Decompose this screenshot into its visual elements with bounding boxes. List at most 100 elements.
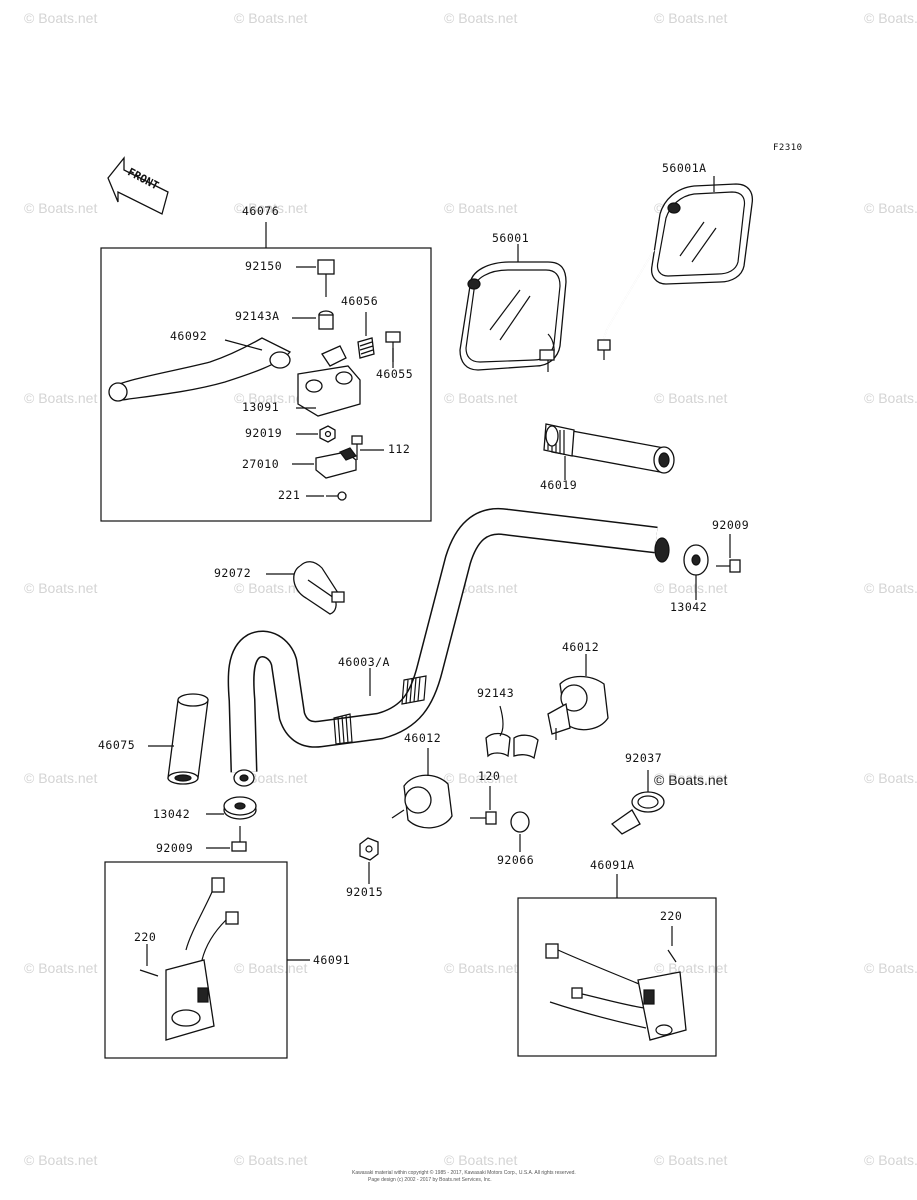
right-switch-box (517, 897, 717, 1057)
boats-net-logo: © Boats.net (654, 772, 728, 788)
part-label-92066: 92066 (497, 853, 535, 867)
watermark: © Boats.net (654, 10, 728, 26)
part-label-92143: 92143 (477, 686, 515, 700)
screw-221-icon (306, 491, 347, 501)
watermark: © Boats.net (24, 10, 98, 26)
part-label-221: 221 (278, 488, 301, 502)
nut-92019-icon (296, 425, 336, 443)
housing-46012-lower-icon (391, 748, 453, 829)
left-switch-icon (139, 877, 239, 1041)
watermark: © Boats.net (654, 770, 728, 786)
mirror-56001-icon (459, 244, 567, 372)
watermark: © Boats.net (24, 200, 98, 216)
screw-46055-icon (385, 331, 401, 368)
part-label-92072: 92072 (214, 566, 252, 580)
watermark: © Boats.net (864, 390, 917, 406)
part-label-46075: 46075 (98, 738, 136, 752)
bolt-112-icon (351, 435, 384, 460)
part-label-92150: 92150 (245, 259, 283, 273)
collar-92143a-icon (292, 310, 334, 330)
housing-46012-upper-icon (547, 654, 609, 735)
watermark: © Boats.net (234, 200, 308, 216)
watermark: © Boats.net (234, 390, 308, 406)
watermark: © Boats.net (654, 580, 728, 596)
watermark: © Boats.net (864, 10, 917, 26)
handlebar-icon (227, 507, 670, 787)
watermark: © Boats.net (864, 1152, 917, 1168)
lever-holder-icon (296, 345, 361, 417)
watermark: © Boats.net (444, 10, 518, 26)
watermark: © Boats.net (234, 1152, 308, 1168)
watermark: © Boats.net (234, 580, 308, 596)
weight-13042-upper-icon (683, 544, 709, 600)
front-arrow-icon: FRONT (107, 156, 169, 215)
watermark: © Boats.net (444, 390, 518, 406)
part-label-46012-lower: 46012 (404, 731, 442, 745)
part-label-46076: 46076 (242, 204, 280, 218)
part-label-46003a: 46003/A (338, 655, 390, 669)
watermark: © Boats.net (654, 960, 728, 976)
part-label-46019: 46019 (540, 478, 578, 492)
part-label-56001: 56001 (492, 231, 530, 245)
watermark: © Boats.net (24, 390, 98, 406)
part-label-13042-upper: 13042 (670, 600, 708, 614)
watermark: © Boats.net (444, 960, 518, 976)
watermark: © Boats.net (444, 770, 518, 786)
copyright-line-1: Kawasaki material within copyright © 198… (352, 1170, 576, 1176)
watermark: © Boats.net (444, 200, 518, 216)
watermark: © Boats.net (654, 390, 728, 406)
part-label-46091a: 46091A (590, 858, 635, 872)
part-label-46055: 46055 (376, 367, 414, 381)
part-label-220-right: 220 (660, 909, 683, 923)
watermark: © Boats.net (24, 580, 98, 596)
watermark: © Boats.net (24, 1152, 98, 1168)
clutch-switch-icon (292, 447, 357, 479)
watermark: © Boats.net (864, 580, 917, 596)
bolt-92150-icon (296, 259, 335, 297)
part-label-92009-upper: 92009 (712, 518, 750, 532)
part-label-46012-upper: 46012 (562, 640, 600, 654)
part-label-27010: 27010 (242, 457, 280, 471)
part-label-92009-lower: 92009 (156, 841, 194, 855)
watermark: © Boats.net (24, 770, 98, 786)
figure-code: F2310 (773, 143, 803, 153)
clutch-lever-icon (108, 337, 292, 402)
cap-92066-icon (510, 811, 530, 852)
watermark: © Boats.net (234, 960, 308, 976)
watermark: © Boats.net (864, 200, 917, 216)
part-label-13091: 13091 (242, 400, 280, 414)
part-label-92037: 92037 (625, 751, 663, 765)
watermark: © Boats.net (24, 960, 98, 976)
collar-92143-icon (485, 705, 557, 760)
part-label-13042-lower: 13042 (153, 807, 191, 821)
left-grip-icon (148, 693, 209, 785)
part-label-46091: 46091 (313, 953, 351, 967)
spring-46056-icon (357, 312, 375, 359)
clamp-92037-icon (610, 770, 665, 835)
watermark: © Boats.net (864, 960, 917, 976)
screw-120-icon (470, 786, 497, 825)
part-label-220-left: 220 (134, 930, 157, 944)
mirror-56001a-icon (597, 176, 754, 360)
watermark: © Boats.net (234, 10, 308, 26)
watermark: © Boats.net (864, 770, 917, 786)
copyright-line-2: Page design (c) 2002 - 2017 by Boats.net… (368, 1177, 492, 1183)
screw-92009-lower-icon (206, 826, 247, 852)
part-label-92143a: 92143A (235, 309, 280, 323)
part-label-56001a: 56001A (662, 161, 707, 175)
nut-92015-icon (359, 837, 379, 884)
part-label-92019: 92019 (245, 426, 283, 440)
part-label-46056: 46056 (341, 294, 379, 308)
throttle-grip-icon (543, 423, 675, 480)
part-label-92015: 92015 (346, 885, 384, 899)
screw-92009-upper-icon (716, 534, 741, 573)
watermark: © Boats.net (654, 1152, 728, 1168)
part-label-112: 112 (388, 442, 411, 456)
watermark: © Boats.net (444, 1152, 518, 1168)
right-switch-icon (545, 926, 687, 1041)
weight-13042-lower-icon (206, 796, 257, 820)
part-label-46092: 46092 (170, 329, 208, 343)
band-92072-icon (266, 561, 345, 615)
